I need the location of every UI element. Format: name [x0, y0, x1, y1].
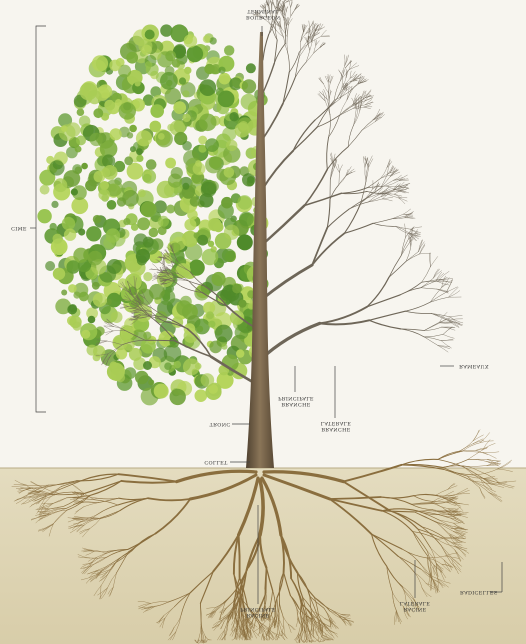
label-racine-laterale: RACINE LATÉRALE [397, 600, 433, 612]
label-bourgeon-terminal: BOURGEON TERMINAL [246, 8, 280, 20]
label-branche-laterale: BRANCHE LATÉRALE [318, 420, 354, 432]
label-rameaux: RAMEAUX [456, 363, 492, 369]
label-branche-principale: BRANCHE PRINCIPALE [278, 395, 314, 407]
label-collet: COLLET [202, 459, 230, 465]
label-tronc: TRONC [208, 421, 232, 427]
label-cime: CIME [8, 225, 30, 231]
label-radicelles: RADICELLES [460, 589, 492, 595]
label-racine-principale: RACINE PRINCIPALE [240, 606, 276, 618]
